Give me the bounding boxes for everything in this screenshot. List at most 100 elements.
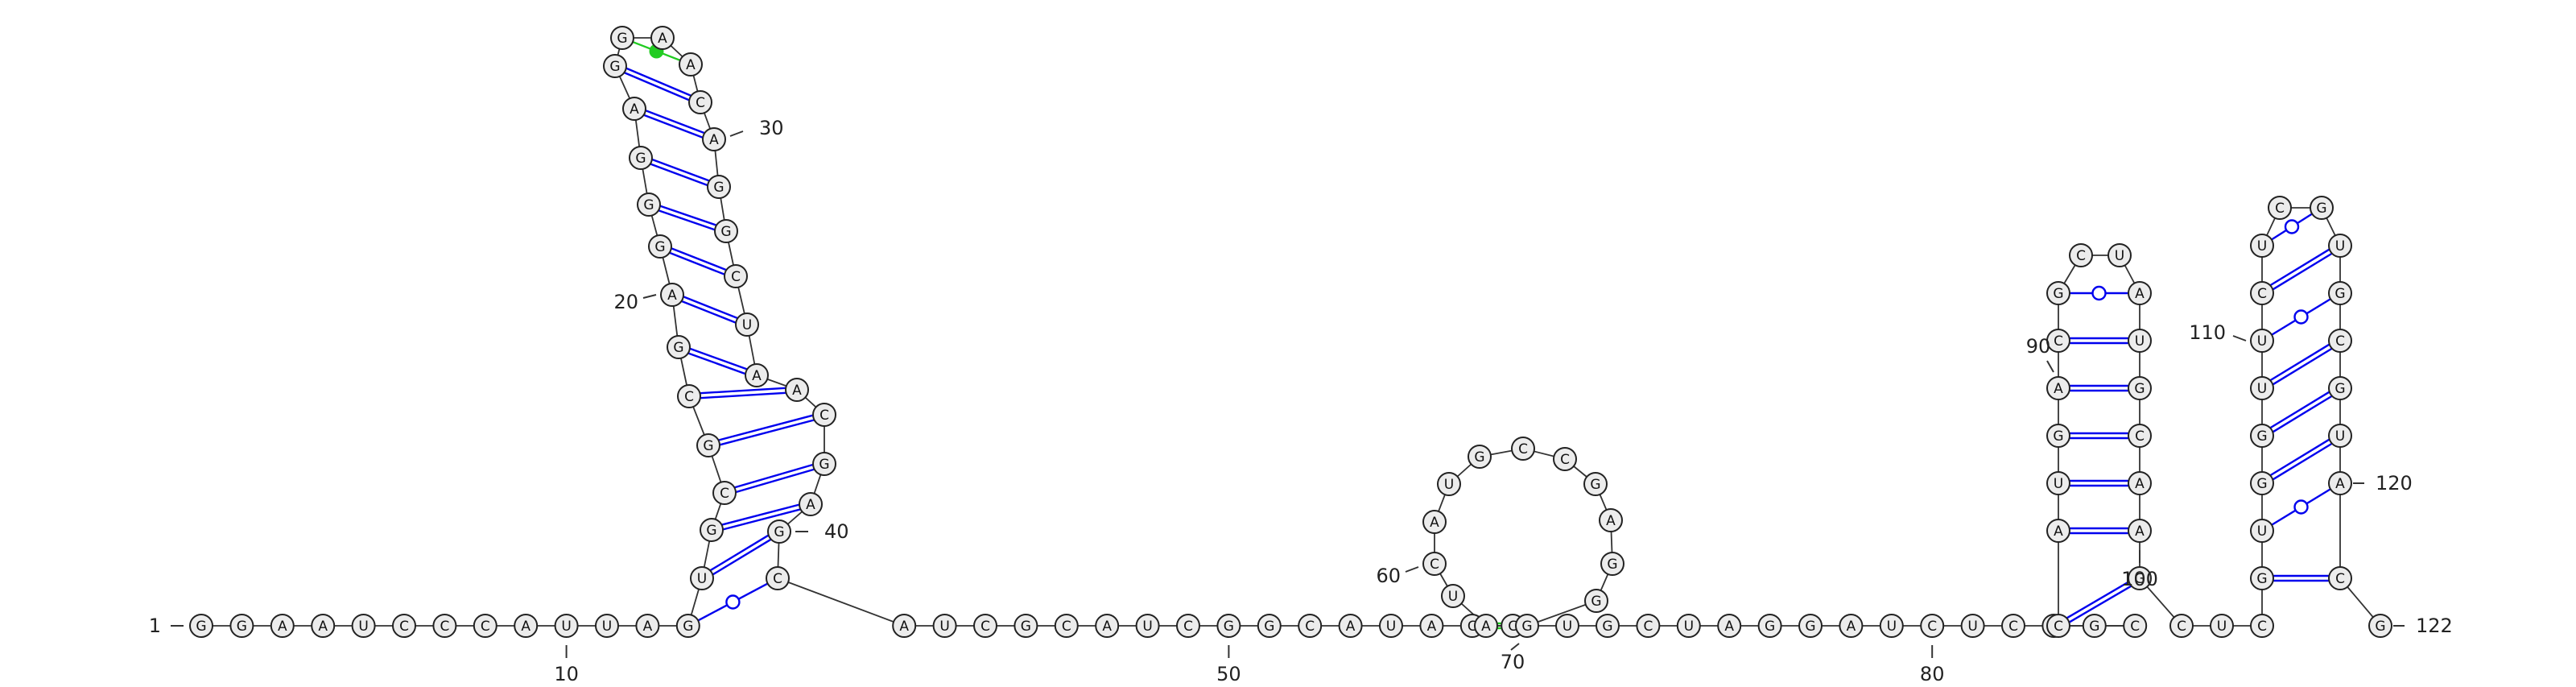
nucleotide-letter: G [2134, 571, 2145, 587]
nucleotide-letter: U [742, 317, 752, 333]
nucleotide-letter: U [1448, 589, 1458, 605]
nucleotide-circle [1757, 614, 1782, 638]
nucleotide-circle [675, 614, 700, 638]
nucleotide-letter: C [481, 619, 490, 635]
watson-crick-pair-line [681, 300, 737, 324]
nucleotide-circle [635, 614, 660, 638]
position-label: 120 [2376, 472, 2413, 495]
nucleotide-letter: A [1427, 619, 1437, 635]
nucleotide-circle [392, 614, 416, 638]
nucleotide-circle [595, 614, 619, 638]
nucleotide-circle [610, 26, 634, 50]
nucleotide-5: U [351, 614, 376, 638]
nucleotide-letter: C [980, 619, 990, 635]
nucleotide-circle [1468, 445, 1492, 469]
nucleotide-letter: A [686, 57, 696, 73]
nucleotide-79: U [1879, 614, 1904, 638]
nucleotide-letter: A [709, 132, 719, 148]
nucleotide-letter: C [696, 95, 705, 111]
nucleotide-circle [696, 433, 720, 457]
nucleotide-1: G [189, 614, 213, 638]
nucleotide-circle [688, 90, 712, 114]
nucleotide-28: A [679, 52, 703, 77]
nucleotide-circle [690, 566, 714, 590]
nucleotide-circle [514, 614, 539, 638]
watson-crick-pair-line [669, 251, 725, 275]
nucleotide-110: U [2250, 329, 2274, 353]
nucleotide-circle [1515, 614, 1539, 638]
nucleotide-circle [1176, 614, 1200, 638]
watson-crick-pair-line [659, 205, 717, 226]
nucleotide-circle [2328, 471, 2352, 495]
watson-crick-pair-line [700, 391, 786, 399]
nucleotide-circle [629, 146, 653, 170]
nucleotide-letter: G [1805, 619, 1815, 635]
nucleotide-letter: G [635, 151, 646, 167]
nucleotide-circle [2046, 519, 2070, 543]
nucleotide-letter: U [1444, 477, 1454, 493]
nucleotide-103: U [2210, 614, 2234, 638]
nucleotide-31: G [707, 175, 731, 199]
nucleotide-circle [1379, 614, 1403, 638]
nucleotide-circle [660, 283, 684, 307]
nucleotide-circle [2250, 519, 2274, 543]
nucleotide-circle [1798, 614, 1823, 638]
nucleotide-circle [1054, 614, 1079, 638]
nucleotide-99: A [2128, 471, 2152, 495]
position-label: 1 [149, 615, 161, 637]
nucleotide-letter: C [2335, 571, 2345, 587]
nucleotide-22: G [637, 192, 661, 217]
position-tick [1405, 566, 1419, 573]
backbone-segment [1526, 600, 1597, 627]
nucleotide-letter: C [773, 571, 782, 587]
nucleotide-letter: A [318, 619, 328, 635]
nucleotide-circle [2328, 329, 2352, 353]
nucleotide-letter: G [2256, 428, 2267, 445]
nucleotide-32: G [714, 219, 738, 243]
nucleotide-circle [700, 518, 724, 542]
nucleotide-109: U [2250, 376, 2274, 400]
nucleotide-letter: C [1508, 619, 1517, 635]
nucleotide-circle [432, 614, 457, 638]
nucleotide-37: C [812, 403, 836, 427]
nucleotide-letter: C [1062, 619, 1071, 635]
nucleotide-letter: U [2115, 248, 2124, 264]
nucleotide-letter: C [731, 269, 741, 285]
nucleotide-letter: U [2257, 524, 2267, 540]
nucleotide-circle [1474, 614, 1498, 638]
nucleotide-letter: G [1591, 594, 1601, 610]
nucleotide-circle [1839, 614, 1864, 638]
nucleotide-circle [1960, 614, 1985, 638]
nucleotide-96: U [2128, 329, 2152, 353]
nucleotide-85: C [2123, 614, 2148, 638]
nucleotide-circle [2368, 614, 2392, 638]
nucleotide-circle [766, 566, 790, 590]
nucleotide-letter: G [609, 59, 620, 75]
nucleotide-circle [2328, 281, 2352, 305]
nucleotide-circle [1095, 614, 1120, 638]
nucleotide-58: A [1474, 614, 1498, 638]
watson-crick-pair-line [658, 209, 716, 231]
watson-crick-pair-line [709, 534, 770, 572]
nucleotide-30: A [702, 127, 726, 151]
nucleotide-letter: U [1386, 619, 1396, 635]
nucleotide-90: A [2046, 376, 2070, 400]
nucleotide-letter: G [617, 31, 627, 47]
nucleotide-60: C [1422, 552, 1447, 576]
nucleotide-circle [2128, 281, 2152, 305]
nucleotide-circle [2328, 376, 2352, 400]
nucleotide-38: G [812, 452, 836, 476]
nucleotide-circle [622, 97, 646, 121]
nucleotide-letter: A [2054, 524, 2063, 540]
watson-crick-pair-line [2269, 438, 2330, 477]
nucleotide-25: G [603, 54, 627, 78]
watson-crick-pair-line [2066, 581, 2130, 619]
nucleotide-10: U [554, 614, 579, 638]
nucleotide-circle [812, 452, 836, 476]
nucleotide-letter: G [643, 197, 654, 213]
nucleotide-97: G [2128, 376, 2152, 400]
nucleotide-letter: U [2217, 619, 2227, 635]
position-tick [2232, 335, 2247, 341]
nucleotide-circle [1920, 614, 1945, 638]
